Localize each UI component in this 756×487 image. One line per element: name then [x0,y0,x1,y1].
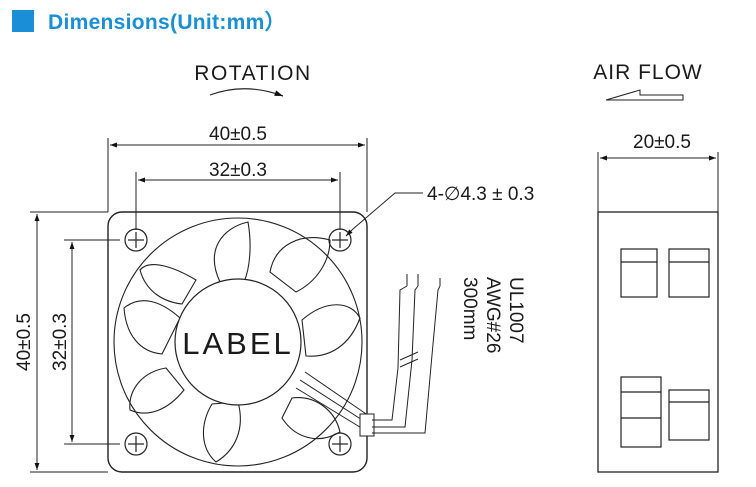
fan-hub [174,278,302,406]
rotation-arrow-icon [209,88,284,97]
header-square-icon [12,10,34,32]
fan-blades [123,221,361,463]
hole-callout-label: 4-∅4.3 ± 0.3 [427,184,534,205]
center-label: LABEL [182,326,294,361]
fan-side-view [597,89,719,473]
cable-spec-line-1: UL1007 [505,277,526,344]
page-title: Dimensions(Unit:mm） [48,11,286,34]
outer-width-label: 40±0.5 [209,124,267,145]
fan-venturi [113,217,363,467]
fan-front-view [30,88,441,473]
mounting-hole-icon [328,228,352,252]
outer-height-label: 40±0.5 [14,313,35,371]
airflow-arrow-icon [605,89,684,101]
hole-spacing-v-label: 32±0.3 [50,313,71,371]
depth-label: 20±0.5 [633,132,691,153]
hole-callout-leader [352,192,423,230]
fan-frame [107,211,368,473]
mounting-hole-icon [124,432,148,456]
mounting-hole-icon [124,228,148,252]
airflow-label: AIR FLOW [593,61,703,84]
section-header: Dimensions(Unit:mm） [12,6,286,36]
cable-spec-line-2: AWG#26 [482,277,503,353]
hole-spacing-h-label: 32±0.3 [209,160,267,181]
side-body [597,211,719,473]
rotation-label: ROTATION [194,62,311,85]
mounting-hole-icon [328,432,352,456]
cable-wires [295,274,441,437]
cable-spec-line-3: 300mm [459,277,480,340]
